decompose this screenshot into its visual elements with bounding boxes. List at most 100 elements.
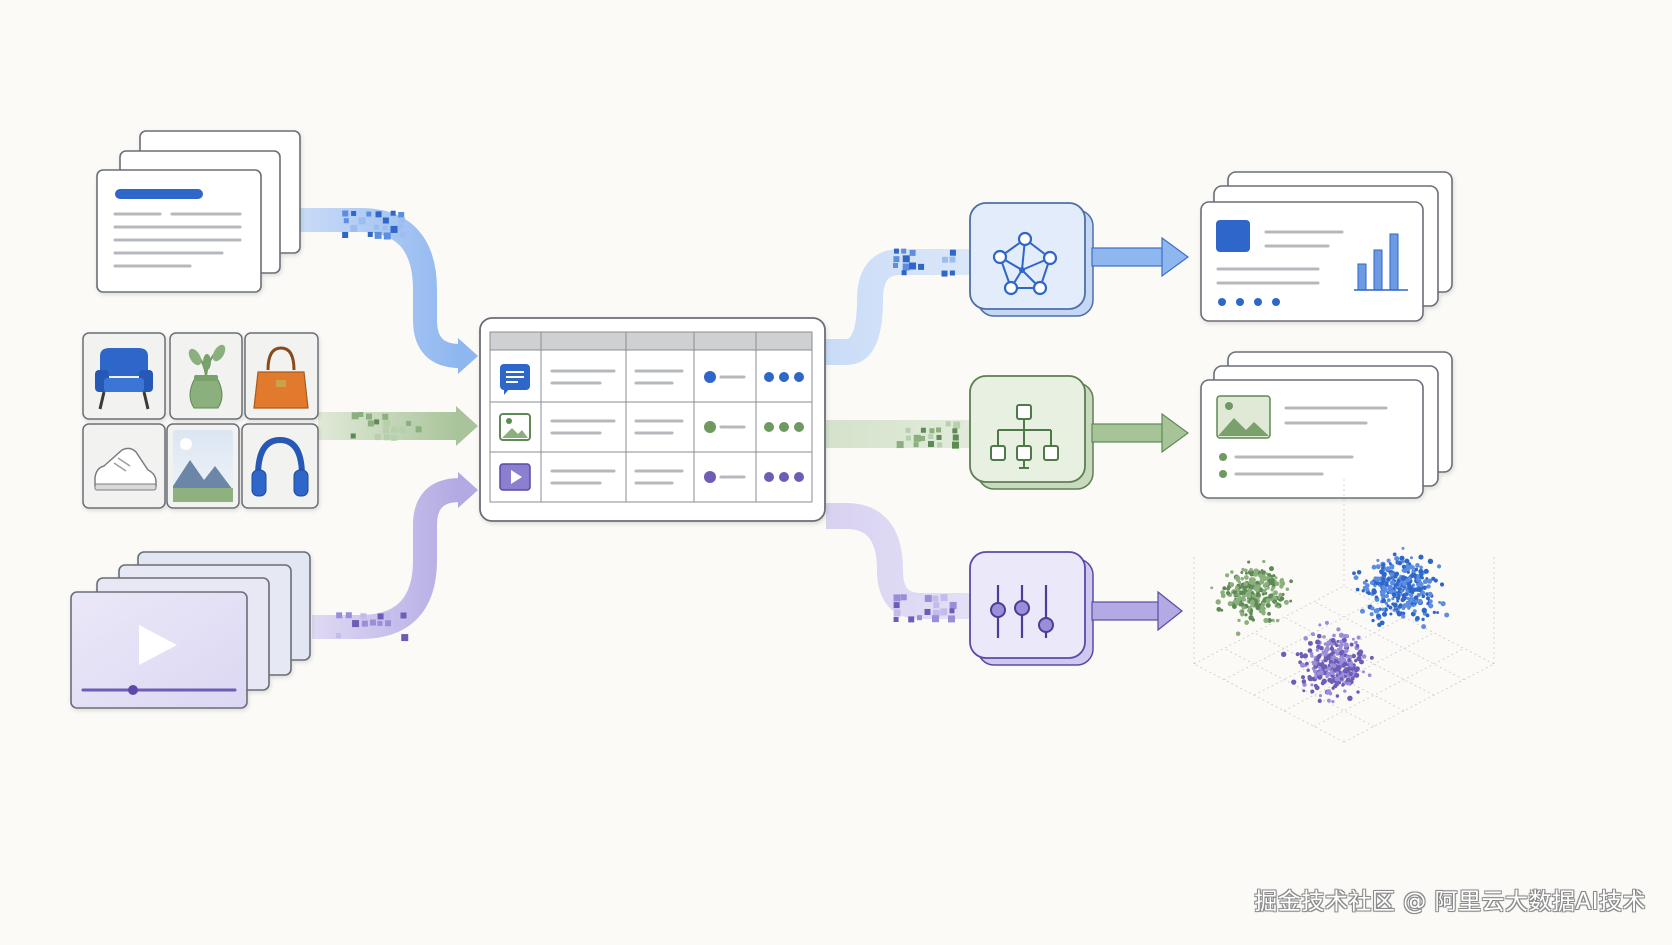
scatter-point <box>1234 585 1239 591</box>
data-particle <box>401 634 409 642</box>
scatter-point <box>1379 620 1385 626</box>
scatter-point <box>1259 579 1265 585</box>
scatter-point <box>1303 636 1309 641</box>
scatter-point <box>1318 693 1323 698</box>
grid-line <box>1283 616 1435 696</box>
scatter-point <box>1410 602 1414 606</box>
scatter-point <box>1262 570 1266 574</box>
scatter-point <box>1349 642 1354 647</box>
scatter-point <box>1428 603 1434 609</box>
scatter-point <box>1401 564 1406 569</box>
scatter-point <box>1389 612 1393 616</box>
scatter-point <box>1339 658 1345 664</box>
grid-line <box>1313 648 1465 727</box>
data-particle <box>367 231 373 237</box>
scatter-point <box>1411 591 1415 595</box>
scatter-point <box>1323 642 1328 646</box>
scatter-point <box>1386 558 1391 563</box>
scatter-point <box>1401 546 1405 550</box>
scatter-point <box>1387 584 1393 590</box>
scatter-point <box>1255 592 1261 598</box>
scatter-point <box>1331 699 1335 704</box>
scatter-point <box>1254 602 1259 608</box>
scatter-point <box>1355 643 1360 648</box>
data-particle <box>893 248 899 254</box>
scatter-point <box>1347 666 1352 671</box>
scatter-point <box>1427 558 1434 564</box>
scatter-point <box>1330 637 1336 643</box>
scatter-point <box>1245 591 1251 596</box>
scatter-point <box>1362 580 1367 585</box>
scatter-point <box>1420 576 1424 580</box>
plant-icon <box>169 332 243 420</box>
scatter-point <box>1285 587 1290 591</box>
scatter-point <box>1248 615 1254 621</box>
scatter-point <box>1313 669 1317 674</box>
data-particle <box>920 435 926 441</box>
data-particle <box>949 270 955 276</box>
scatter-point <box>1359 659 1364 665</box>
scatter-point <box>1417 583 1422 588</box>
data-particle <box>390 434 397 441</box>
scatter-point <box>1274 576 1278 580</box>
data-particle <box>920 427 926 433</box>
data-particle <box>384 612 391 619</box>
data-particle <box>913 434 921 442</box>
image-grid-icon <box>82 332 319 509</box>
scatter-point <box>1247 570 1252 575</box>
flow-band-documents <box>300 208 478 374</box>
scatter-point <box>1325 654 1331 661</box>
scatter-point <box>1318 667 1322 671</box>
sneaker-icon <box>82 423 166 509</box>
scatter-point <box>1345 634 1350 639</box>
data-particle <box>377 613 384 620</box>
scatter-point <box>1417 586 1422 591</box>
scatter-point <box>1239 591 1244 595</box>
data-particle <box>382 225 388 231</box>
central-table <box>479 317 826 522</box>
scatter-point <box>1444 612 1450 618</box>
landscape-icon <box>166 423 240 509</box>
scatter-point <box>1315 639 1321 645</box>
scatter-point <box>1240 576 1244 581</box>
data-particle <box>350 224 358 232</box>
scatter-point <box>1261 592 1265 596</box>
data-particle <box>374 419 380 425</box>
scatter-point <box>1244 613 1248 617</box>
scatter-point <box>1423 568 1429 574</box>
scatter-point <box>1347 658 1351 663</box>
scatter-point <box>1438 600 1442 604</box>
scatter-point <box>1350 676 1355 681</box>
scatter-point <box>1281 592 1285 596</box>
table-row <box>499 463 804 491</box>
flow-band-to-sliders <box>826 503 972 619</box>
flow-band-videos <box>312 472 478 639</box>
data-particle <box>345 612 352 619</box>
scatter-point <box>1244 568 1248 573</box>
scatter-point <box>1335 651 1340 656</box>
scatter-point <box>1401 581 1408 587</box>
scatter-point <box>1412 609 1417 614</box>
scatter-point <box>1426 578 1433 584</box>
scatter-point <box>1222 586 1227 591</box>
watermark-text: 掘金技术社区 @ 阿里云大数据AI技术 <box>1254 889 1646 915</box>
scatter-point <box>1279 578 1285 583</box>
data-particle <box>928 434 934 440</box>
scatter-point <box>1353 575 1359 581</box>
grid-line <box>1193 663 1345 743</box>
scatter-point <box>1388 605 1393 610</box>
scatter-point <box>1336 627 1341 632</box>
scatter-point <box>1352 571 1356 576</box>
data-particle <box>398 217 405 224</box>
scatter-point <box>1421 624 1427 630</box>
scatter-point <box>1354 672 1360 678</box>
data-particle <box>893 256 900 263</box>
scatter-point <box>1381 592 1385 596</box>
scatter-point <box>1276 605 1280 609</box>
data-particle <box>932 609 940 617</box>
scatter-point <box>1396 578 1401 583</box>
data-particle <box>393 619 401 627</box>
data-particle <box>390 225 398 233</box>
data-particle <box>937 442 943 448</box>
scatter-point <box>1310 683 1314 687</box>
